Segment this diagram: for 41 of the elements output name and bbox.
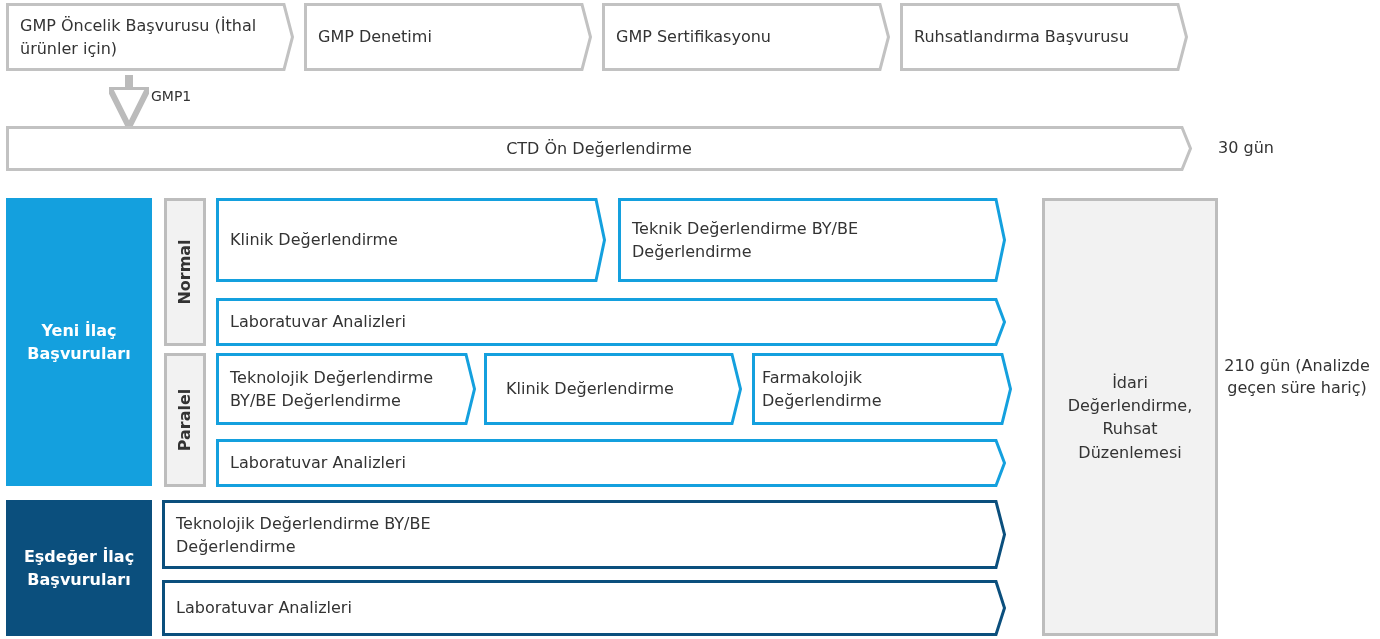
chevron-step (216, 439, 1006, 487)
chevron-step (900, 3, 1188, 71)
category-label: Yeni İlaç Başvuruları (26, 319, 132, 365)
step-label: Ruhsatlandırma Başvurusu (914, 26, 1130, 49)
category-block (6, 500, 152, 636)
step-label: GMP Denetimi (318, 26, 433, 49)
category-label: Eşdeğer İlaç Başvuruları (22, 545, 136, 591)
chevron-step (602, 3, 890, 71)
step-label: Klinik Değerlendirme (506, 378, 675, 401)
step-label: Teknolojik Değerlendirme BY/BE Değerlendirme (230, 366, 435, 412)
step-label: Teknolojik Değerlendirme BY/BE Değerlendirme (176, 512, 432, 558)
chevron-step (304, 3, 592, 71)
step-label: GMP Sertifikasyonu (616, 26, 772, 49)
duration-label: 30 gün (1217, 137, 1275, 159)
track-label: Paralel (174, 388, 196, 452)
track-label-box (164, 198, 206, 346)
step-label: Klinik Değerlendirme (230, 229, 399, 252)
step-label: GMP Öncelik Başvurusu (İthal ürünler için) (20, 14, 258, 60)
chevron-step (162, 500, 1006, 569)
chevron-step (6, 3, 294, 71)
chevron-step (484, 353, 742, 425)
step-label: İdari Değerlendirme, Ruhsat Düzenlemesi (1066, 371, 1194, 464)
step-label: Laboratuvar Analizleri (230, 452, 407, 475)
chevron-step (162, 580, 1006, 636)
step-label: Laboratuvar Analizleri (176, 597, 353, 620)
chevron-step (618, 198, 1006, 282)
chevron-step (752, 353, 1012, 425)
step-label: Farmakolojik Değerlendirme (762, 366, 883, 412)
category-block (6, 198, 152, 486)
track-label-box (164, 353, 206, 487)
process-box (1042, 198, 1218, 636)
step-label: Teknik Değerlendirme BY/BE Değerlendirme (632, 217, 860, 263)
track-label: Normal (174, 239, 196, 305)
step-label: CTD Ön Değerlendirme (505, 137, 693, 160)
chevron-step (6, 126, 1192, 171)
chevron-step (216, 198, 606, 282)
chevron-step (216, 353, 476, 425)
step-label: Laboratuvar Analizleri (230, 311, 407, 334)
edge-label: GMP1 (151, 87, 192, 106)
duration-label: 210 gün (Analizde geçen süre hariç) (1223, 355, 1371, 399)
chevron-step (216, 298, 1006, 346)
